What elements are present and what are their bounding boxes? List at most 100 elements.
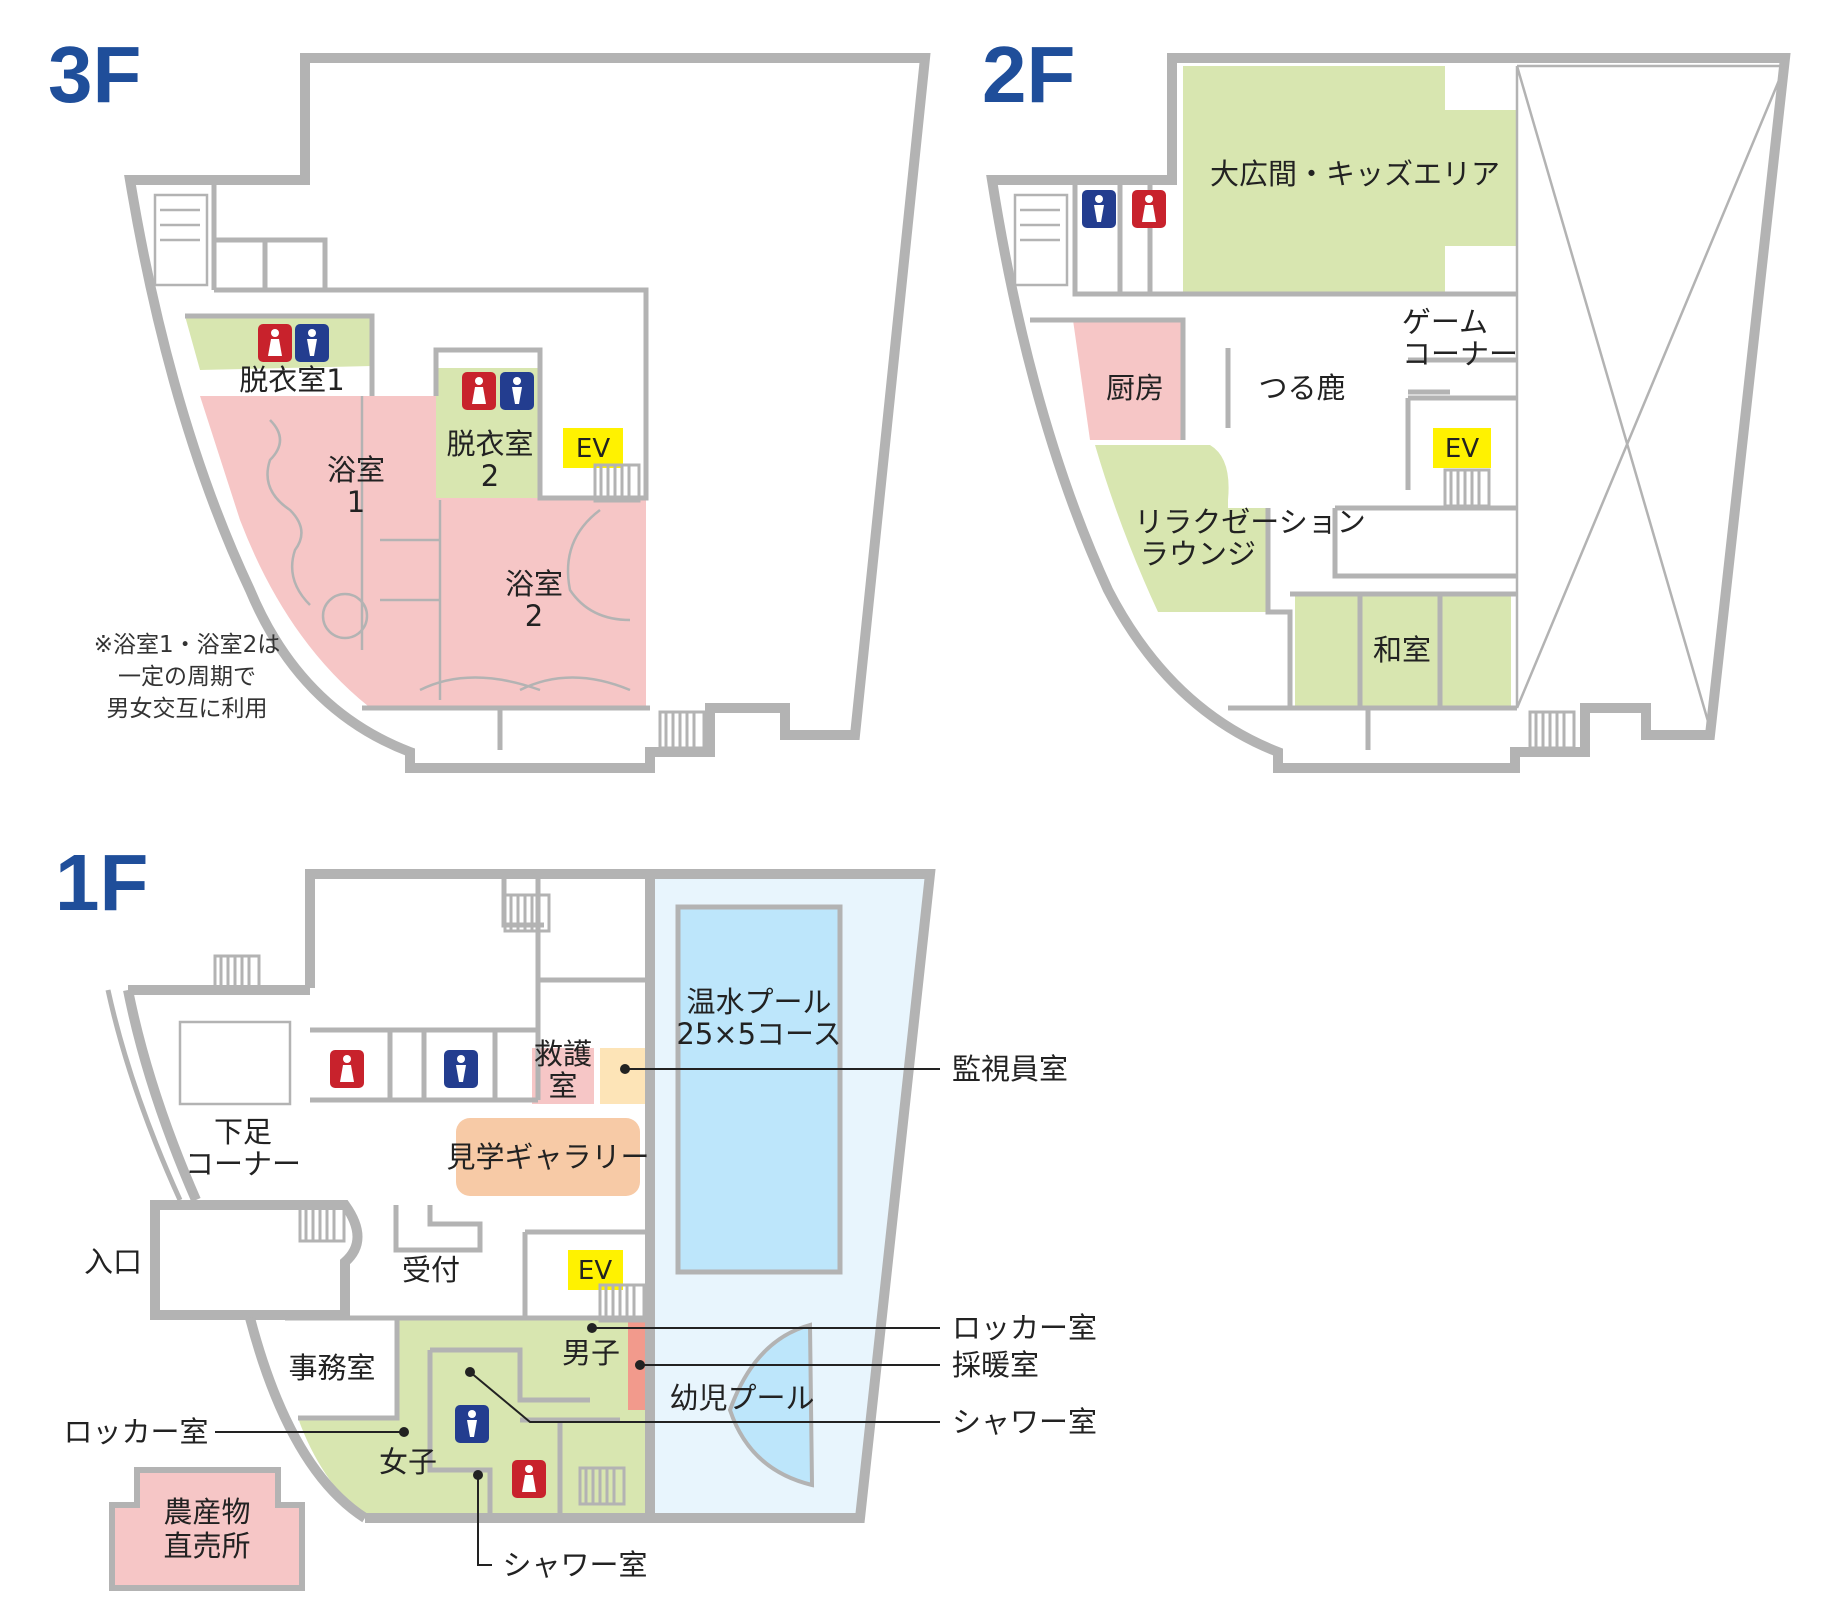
wall-entrance [150, 1200, 363, 1320]
bath-area [200, 396, 646, 706]
wall-2f-upper [1072, 180, 1517, 297]
label-ev-2f: EV [1445, 434, 1479, 464]
label-washitsu: 和室 [1373, 633, 1431, 667]
label-rescue-b: 室 [548, 1069, 577, 1103]
label-female: 女子 [379, 1445, 437, 1479]
restroom-female-icon [1132, 190, 1166, 228]
restroom-male-icon [500, 372, 534, 410]
wall-washitsu [1265, 508, 1517, 710]
restroom-male-icon [295, 324, 329, 362]
label-dressing-2a: 脱衣室 [446, 427, 533, 461]
floor-2f: 2F 大広間・キッズエリア ゲーム コーナー 厨房 つる鹿 EV リラクゼー [982, 30, 1791, 773]
label-locker-f: ロッカー室 [63, 1415, 208, 1449]
floor-3f: 3F 脱衣室1 浴室 1 脱衣室 [48, 30, 931, 773]
restroom-male-icon [455, 1405, 489, 1443]
atrium-void [1515, 64, 1787, 736]
bath-arches [419, 676, 631, 692]
label-kitchen: 厨房 [1106, 371, 1164, 405]
label-market-b: 直売所 [163, 1529, 250, 1563]
label-tsurushika: つる鹿 [1258, 371, 1345, 405]
floor-1f: 1F [55, 838, 1097, 1591]
label-shower-f: シャワー室 [502, 1548, 647, 1582]
label-dressing-1: 脱衣室1 [239, 363, 344, 397]
restroom-male-icon [1082, 190, 1116, 228]
relaxation-lounge [1095, 445, 1268, 612]
label-heater: 採暖室 [952, 1348, 1039, 1382]
label-ev-1f: EV [578, 1256, 612, 1286]
note-line-2: 一定の周期で [118, 664, 256, 690]
label-shower-m: シャワー室 [952, 1405, 1097, 1439]
stair-3f-bottom [658, 710, 706, 750]
label-shoes-a: 下足 [214, 1115, 272, 1149]
bath2-curve [566, 509, 631, 622]
hall-kids-area [1183, 66, 1517, 294]
wall-locker-inner [427, 1347, 620, 1518]
floor-label-3f: 3F [48, 30, 141, 119]
restroom-female-icon [512, 1460, 546, 1498]
label-rescue-a: 救護 [534, 1037, 592, 1071]
wall-dressing1 [185, 313, 375, 396]
wall-1f-ev [522, 1229, 650, 1318]
farm-market [109, 1467, 305, 1591]
label-monitor: 監視員室 [952, 1052, 1068, 1086]
wall-entrance-curve-outer [105, 989, 183, 1202]
stair-2f-left [1013, 193, 1069, 287]
leader-lines [215, 1064, 940, 1566]
label-game-a: ゲーム [1402, 305, 1488, 339]
label-lounge-b: ラウンジ [1140, 537, 1256, 571]
wall-2f-bottom [1228, 705, 1517, 750]
stair-1f-left [178, 1020, 292, 1106]
label-office: 事務室 [288, 1351, 375, 1385]
label-gallery: 見学ギャラリー [446, 1140, 649, 1174]
wall-2f-mid [1332, 505, 1517, 579]
label-pool-b: 25×5コース [676, 1017, 841, 1051]
floor-label-2f: 2F [982, 30, 1075, 119]
wall-stair-rooms [211, 180, 328, 290]
bath-curve [266, 419, 311, 606]
note-line-3: 男女交互に利用 [107, 696, 268, 722]
restroom-female-icon [258, 324, 292, 362]
label-bath-1a: 浴室 [327, 453, 385, 487]
ev-1f [568, 1250, 623, 1290]
label-entrance: 入口 [84, 1245, 142, 1279]
restroom-female-icon [330, 1050, 364, 1088]
label-game-b: コーナー [1402, 337, 1518, 371]
monitor-room [600, 1048, 648, 1104]
floor-label-1f: 1F [55, 838, 148, 927]
label-ev-3f: EV [576, 434, 610, 464]
kitchen [1073, 320, 1183, 440]
stair-2f-bottom [1528, 710, 1576, 750]
label-hall: 大広間・キッズエリア [1210, 157, 1500, 191]
label-locker-m: ロッカー室 [952, 1311, 1097, 1345]
wall-inner [214, 287, 649, 501]
outline-1f [128, 869, 936, 1523]
wall-dressing2 [433, 347, 543, 396]
label-bath-2b: 2 [525, 599, 543, 633]
wall-kitchen [1030, 317, 1231, 440]
bath-tub [321, 592, 369, 640]
outline-2f [986, 53, 1791, 773]
bath-partitions [380, 500, 442, 700]
label-dressing-2b: 2 [481, 459, 499, 493]
label-kids-pool: 幼児プール [669, 1381, 814, 1415]
washitsu [1295, 594, 1511, 710]
label-pool-a: 温水プール [686, 985, 831, 1019]
wall-left-curve [245, 1316, 368, 1523]
label-lounge-a: リラクゼーション [1134, 505, 1365, 539]
rescue-room [532, 1048, 594, 1104]
main-pool [675, 904, 843, 1275]
label-shoes-b: コーナー [185, 1147, 301, 1181]
label-bath-2a: 浴室 [505, 567, 563, 601]
wall-bottom [362, 705, 650, 750]
wall-restrooms-1f [387, 1030, 498, 1100]
label-male: 男子 [562, 1336, 620, 1370]
stair-1f-entrance [298, 1203, 346, 1243]
restroom-female-icon [462, 372, 496, 410]
restroom-male-icon [444, 1050, 478, 1088]
ev-3f [563, 428, 623, 468]
wall-reception [393, 1205, 483, 1253]
outline-3f [124, 53, 931, 773]
wall-entrance-curve-top [123, 989, 201, 1202]
stair-2f-ev [1443, 468, 1491, 508]
